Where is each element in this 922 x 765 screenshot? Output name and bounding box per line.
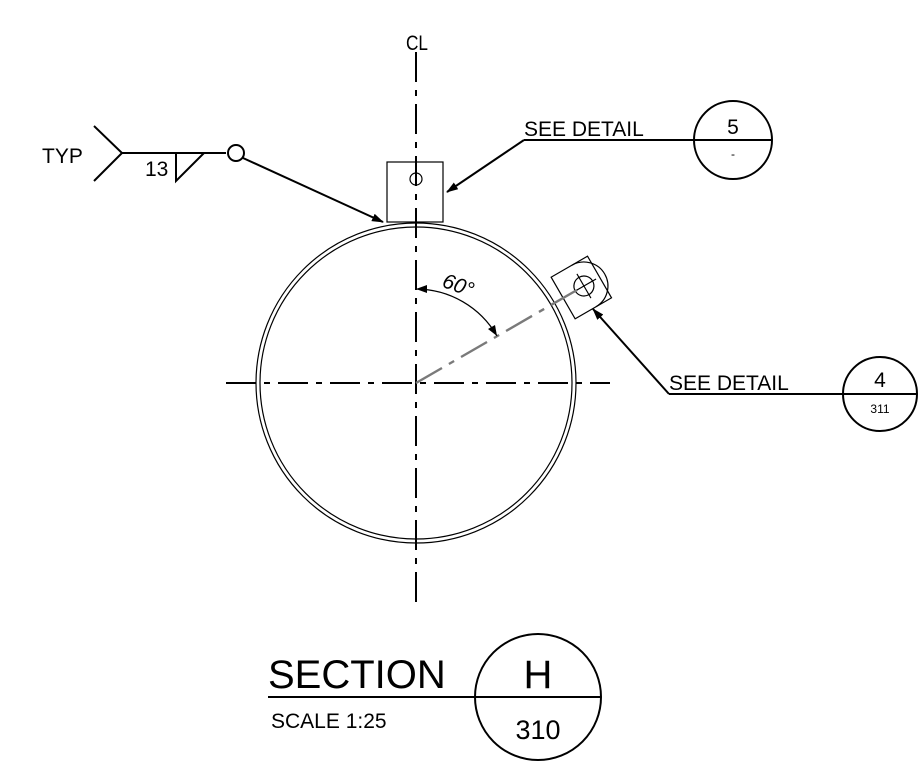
pipe-inner-wall: [259, 226, 573, 540]
detail-callout-4: SEE DETAIL 4 311: [592, 308, 918, 432]
angled-lug-tip: [571, 261, 609, 308]
angled-lug: [550, 255, 613, 320]
section-title-block: SECTION SCALE 1:25 H 310: [268, 633, 602, 761]
weld-symbol-tail: [93, 125, 124, 182]
section-sheet: 310: [515, 715, 560, 745]
callout-4-arrow: [592, 308, 670, 395]
callout-4-number: 4: [874, 369, 886, 392]
callout-4-sheet: 311: [870, 402, 889, 416]
centerline-symbol: CL: [406, 32, 428, 55]
callout-5-number: 5: [727, 116, 739, 139]
weld-symbol: TYP 13: [42, 125, 384, 223]
top-lug: [386, 161, 444, 223]
section-letter: H: [524, 653, 553, 697]
see-detail-5-text: SEE DETAIL: [524, 118, 644, 141]
top-lug-plate: [386, 161, 444, 223]
angle-dimension-arc: [415, 288, 498, 337]
see-detail-4-text: SEE DETAIL: [669, 372, 789, 395]
top-lug-hole: [409, 172, 423, 186]
detail-callout-5: SEE DETAIL 5 -: [446, 100, 773, 193]
fillet-weld-icon: [175, 152, 205, 184]
pipe-outer-wall: [255, 222, 577, 544]
section-title: SECTION: [268, 653, 446, 697]
angle-label: 60°: [439, 269, 477, 301]
weld-size: 13: [145, 158, 168, 181]
centerline-label: CL: [406, 32, 428, 55]
weld-arrow: [242, 157, 384, 223]
lug-angle-line: [415, 288, 578, 385]
weld-all-around-icon: [227, 144, 245, 162]
callout-5-arrow: [446, 139, 525, 193]
callout-5-sheet: -: [731, 147, 735, 161]
weld-note-typ: TYP: [42, 145, 83, 168]
section-scale: SCALE 1:25: [271, 710, 387, 733]
